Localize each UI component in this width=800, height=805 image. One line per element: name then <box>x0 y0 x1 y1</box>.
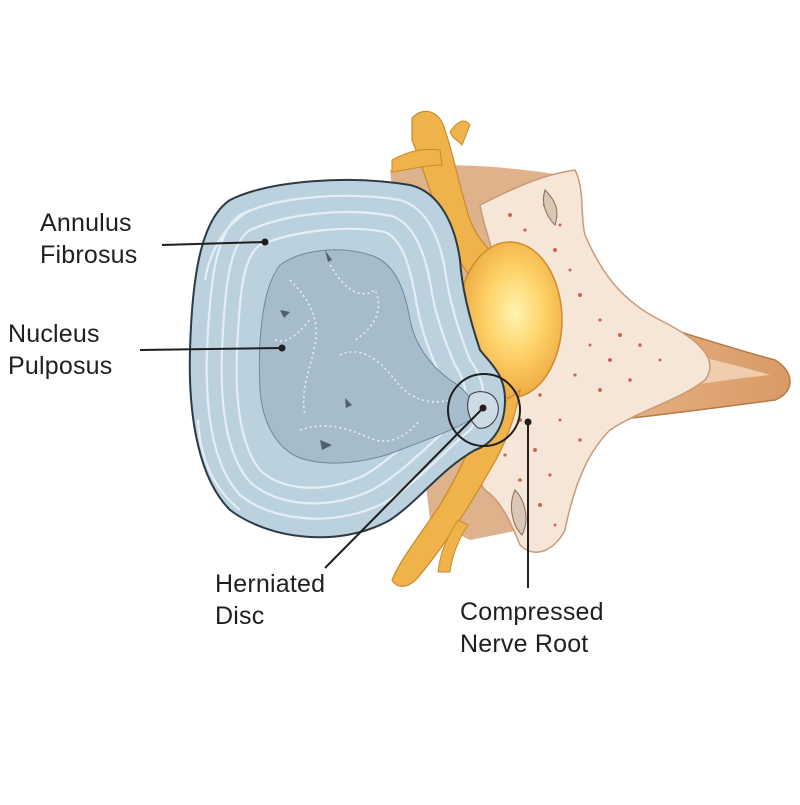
label-annulus-line2: Fibrosus <box>40 241 138 269</box>
label-herniated-line1: Herniated <box>215 570 326 598</box>
leader-dot-compressed <box>524 418 532 426</box>
leader-dot-annulus <box>261 238 269 246</box>
label-nucleus-line1: Nucleus <box>8 320 100 348</box>
nucleus-pulposus-shape <box>258 249 475 464</box>
facet-joint-upper <box>542 189 558 226</box>
label-herniated-line2: Disc <box>215 602 265 630</box>
leader-dot-herniated <box>479 404 487 412</box>
label-annulus-fibrosus: Annulus Fibrosus <box>40 207 137 271</box>
nerve-branch-left <box>391 148 443 173</box>
label-compressed-nerve-root: Compressed Nerve Root <box>460 596 604 660</box>
nucleus-fissures <box>280 250 352 450</box>
nucleus-texture <box>274 264 451 442</box>
label-nucleus-line2: Pulposus <box>8 352 113 380</box>
label-herniated-disc: Herniated Disc <box>215 568 325 632</box>
leader-line-nucleus <box>139 347 283 351</box>
leader-line-annulus <box>161 241 266 246</box>
leader-line-herniated <box>324 407 484 569</box>
label-compressed-line2: Nerve Root <box>460 630 589 658</box>
nerve-branch-right <box>449 120 471 146</box>
leader-dot-nucleus <box>278 344 286 352</box>
nerve-branch-lower <box>437 519 469 573</box>
herniation-highlight-circle <box>447 373 521 447</box>
label-compressed-line1: Compressed <box>460 598 604 626</box>
label-annulus-line1: Annulus <box>40 209 132 237</box>
label-nucleus-pulposus: Nucleus Pulposus <box>8 318 112 382</box>
facet-joint-lower <box>511 489 527 536</box>
